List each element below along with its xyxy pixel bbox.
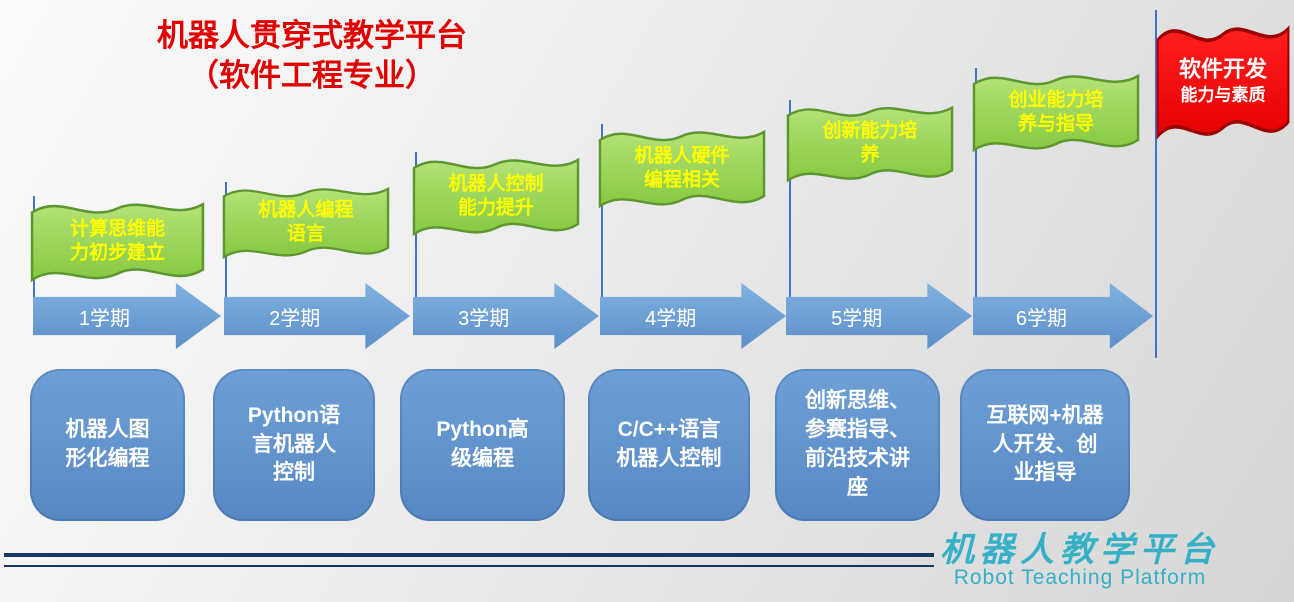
wave-flag-shape [412, 157, 580, 237]
semester-label: 1学期 [78, 307, 130, 330]
course-card-label: Python语言机器人控制 [247, 403, 341, 485]
milestone-flag-label: 机器人编程语言 [258, 199, 354, 244]
page-title: 机器人贯穿式教学平台 （软件工程专业） [92, 16, 532, 97]
semester-label: 4学期 [645, 307, 697, 330]
semester-label: 6学期 [1015, 307, 1067, 330]
course-card-label: 机器人图形化编程 [65, 418, 150, 470]
course-card-label: C/C++语言机器人控制 [616, 418, 722, 470]
semester-label: 3学期 [458, 307, 510, 330]
bottom-divider-line [4, 553, 934, 567]
course-card-4: C/C++语言机器人控制 [588, 369, 750, 521]
milestone-flag-2: 机器人编程语言 [222, 176, 390, 268]
page-title-line1: 机器人贯穿式教学平台 [157, 18, 467, 53]
milestone-flag-label: 机器人硬件编程相关 [634, 145, 730, 190]
flag-pole [975, 68, 977, 302]
wave-flag-shape [1156, 25, 1290, 140]
semester-label: 5学期 [831, 307, 883, 330]
wave-flag-shape [786, 105, 954, 183]
logo-english: Robot Teaching Platform [953, 566, 1207, 589]
milestone-flag-label: 计算思维能力初步建立 [69, 218, 165, 263]
milestone-flag-label: 创业能力培养与指导 [1008, 89, 1104, 134]
course-card-label: 互联网+机器人开发、创业指导 [986, 403, 1104, 485]
semester-arrow-4: 4学期 [600, 283, 786, 349]
milestone-flag-1: 计算思维能力初步建立 [30, 190, 205, 292]
semester-arrow-1: 1学期 [33, 283, 221, 349]
goal-flag-pole [1155, 10, 1157, 358]
goal-flag-line2: 能力与素质 [1180, 85, 1266, 105]
milestone-flag-label: 创新能力培养 [822, 120, 918, 165]
flag-pole [601, 124, 603, 302]
course-card-3: Python高级编程 [400, 369, 565, 521]
semester-arrow-5: 5学期 [786, 283, 972, 349]
wave-flag-shape [222, 186, 390, 260]
milestone-flag-5: 创新能力培养 [786, 94, 954, 192]
milestone-flag-4: 机器人硬件编程相关 [598, 118, 766, 218]
milestone-flag-label: 机器人控制能力提升 [448, 173, 544, 218]
goal-flag-line1: 软件开发 [1178, 56, 1267, 82]
goal-flag-label: 软件开发 能力与素质 [1167, 56, 1279, 107]
wave-flag-shape [972, 73, 1140, 153]
semester-arrow-6: 6学期 [973, 283, 1153, 349]
course-card-label: 创新思维、参赛指导、前沿技术讲座 [805, 389, 910, 499]
semester-label: 2学期 [269, 307, 321, 330]
course-card-1: 机器人图形化编程 [30, 369, 185, 521]
page-title-line2: （软件工程专业） [188, 58, 436, 94]
course-card-6: 互联网+机器人开发、创业指导 [960, 369, 1130, 521]
flag-pole [789, 100, 791, 302]
logo-chinese: 机器人教学平台 [940, 530, 1220, 570]
course-card-label: Python高级编程 [436, 418, 529, 470]
milestone-flag-6: 创业能力培养与指导 [972, 62, 1140, 162]
goal-flag: 软件开发 能力与素质 [1156, 8, 1290, 154]
course-card-2: Python语言机器人控制 [213, 369, 375, 521]
course-card-5: 创新思维、参赛指导、前沿技术讲座 [775, 369, 940, 521]
wave-flag-shape [30, 202, 205, 283]
semester-arrow-3: 3学期 [413, 283, 599, 349]
wave-flag-shape [598, 129, 766, 209]
milestone-flag-3: 机器人控制能力提升 [412, 146, 580, 246]
semester-arrow-2: 2学期 [224, 283, 410, 349]
